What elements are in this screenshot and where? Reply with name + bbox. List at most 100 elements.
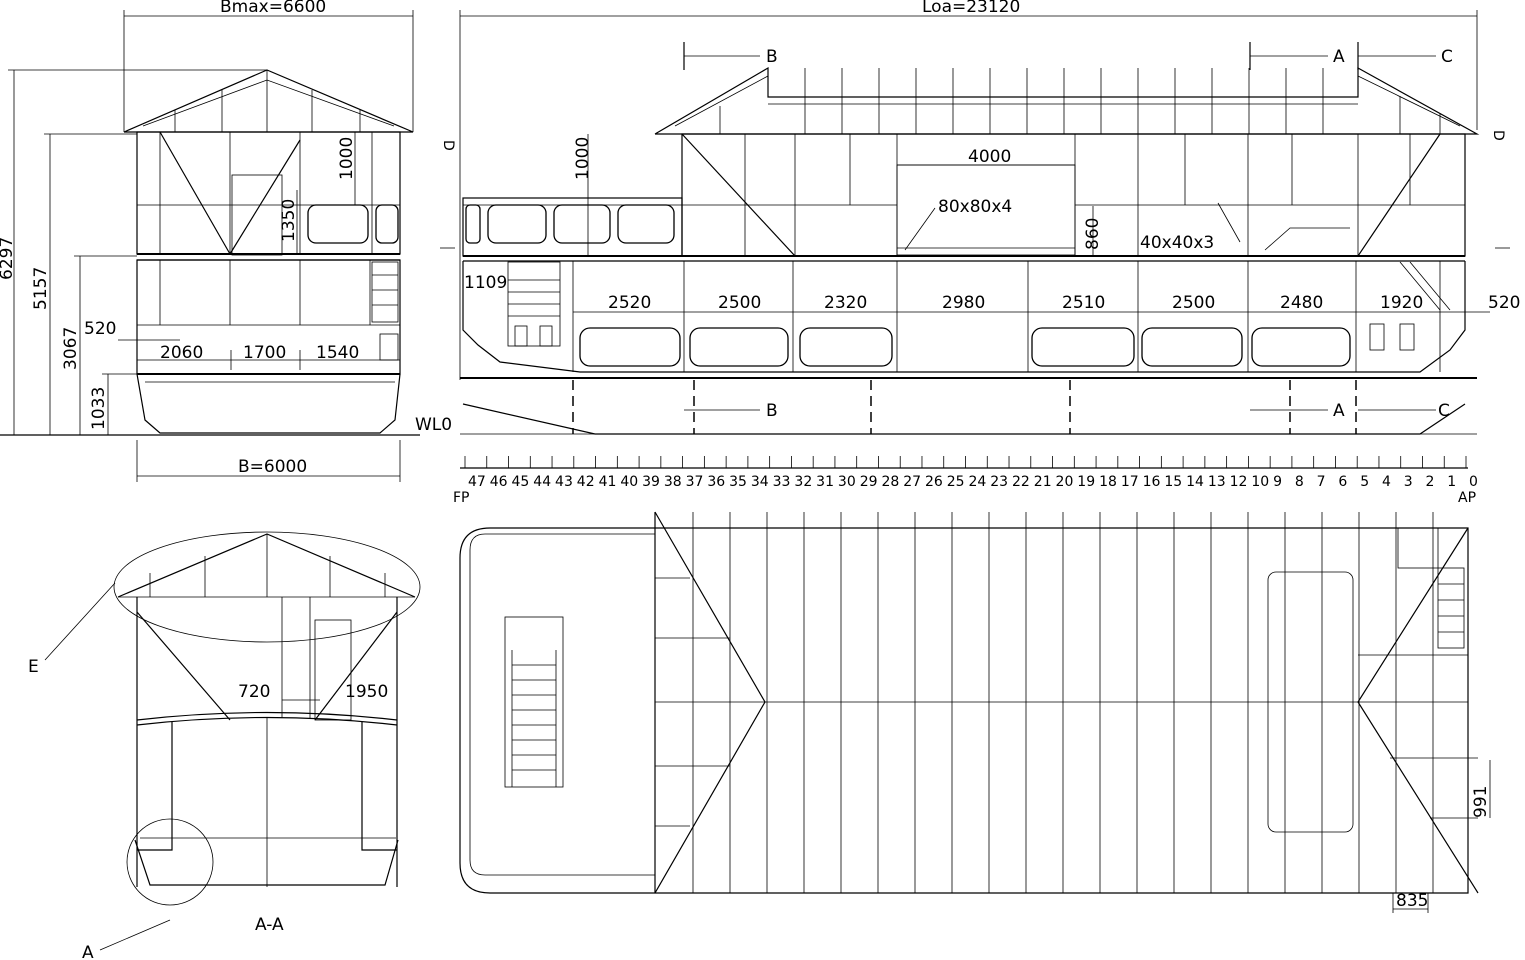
seg-a-label: 2060 xyxy=(160,343,203,363)
frame-number: 44 xyxy=(533,474,551,490)
detail-a-label: A xyxy=(82,943,94,960)
end-view: Bmax=6600 1000 1350 xyxy=(0,0,452,482)
frame-number: 32 xyxy=(794,474,812,490)
frame-number: 17 xyxy=(1121,474,1139,490)
h-hull-label: 1033 xyxy=(89,387,109,430)
frame-number: 31 xyxy=(816,474,834,490)
frame-number: 38 xyxy=(664,474,682,490)
h-deck1-label: 3067 xyxy=(61,327,81,370)
detail-e-label: E xyxy=(28,657,39,677)
plan-spacing-label: 991 xyxy=(1471,786,1491,818)
offset-label: 520 xyxy=(84,319,116,339)
section-c-top: C xyxy=(1441,47,1453,67)
spacing-8: 1920 xyxy=(1380,293,1423,313)
section-d-left: D xyxy=(440,140,456,151)
frame-number: 40 xyxy=(620,474,638,490)
frame-number: 10 xyxy=(1251,474,1269,490)
spacing-5: 2510 xyxy=(1062,293,1105,313)
frame-number: 28 xyxy=(881,474,899,490)
small-beam-label: 40x40x3 xyxy=(1140,233,1214,253)
h-deck2-label: 5157 xyxy=(31,267,51,310)
frame-number: 3 xyxy=(1404,474,1413,490)
plan-view: 991 835 xyxy=(459,511,1491,913)
window-label: 1350 xyxy=(279,199,299,242)
frame-number: 27 xyxy=(903,474,921,490)
spacing-4: 2980 xyxy=(942,293,985,313)
frame-number: 33 xyxy=(773,474,791,490)
frame-number: 29 xyxy=(860,474,878,490)
frame-number: 34 xyxy=(751,474,769,490)
frame-number: 9 xyxy=(1273,474,1282,490)
section-aa: 720 1950 A-A E A xyxy=(28,531,421,960)
section-a-top: A xyxy=(1333,47,1345,67)
frame-number: 6 xyxy=(1338,474,1347,490)
ap-label: AP xyxy=(1458,490,1476,506)
frame-number: 36 xyxy=(707,474,725,490)
seg-c-label: 1540 xyxy=(316,343,359,363)
tanks xyxy=(579,327,1351,367)
section-a-bottom: A xyxy=(1333,401,1345,421)
frame-number: 8 xyxy=(1295,474,1304,490)
roof-frames xyxy=(719,68,1441,134)
section-d-right: D xyxy=(1490,130,1506,141)
frame-number: 14 xyxy=(1186,474,1204,490)
bmax-label: Bmax=6600 xyxy=(220,0,326,17)
section-b-bottom: B xyxy=(766,401,778,421)
frame-number: 2 xyxy=(1425,474,1434,490)
frame-number: 12 xyxy=(1230,474,1248,490)
frame-number: 1 xyxy=(1447,474,1456,490)
hall-width-label: 4000 xyxy=(968,147,1011,167)
frame-number: 39 xyxy=(642,474,660,490)
beam-size-label: 80x80x4 xyxy=(938,197,1012,217)
plan-frames xyxy=(692,512,1434,893)
loa-label: Loa=23120 xyxy=(922,0,1020,17)
frame-number: 35 xyxy=(729,474,747,490)
frame-number: 47 xyxy=(468,474,486,490)
section-aa-label: A-A xyxy=(255,915,284,935)
frame-number: 20 xyxy=(1056,474,1074,490)
frame-number: 5 xyxy=(1360,474,1369,490)
stair-h-label: 1109 xyxy=(464,273,507,293)
frame-number: 46 xyxy=(490,474,508,490)
frame-number: 30 xyxy=(838,474,856,490)
spacing-3: 2320 xyxy=(824,293,867,313)
stair-treads xyxy=(512,664,556,771)
section-c-bottom: C xyxy=(1438,401,1450,421)
frame-number: 13 xyxy=(1208,474,1226,490)
frame-number: 37 xyxy=(686,474,704,490)
frame-number: 42 xyxy=(577,474,595,490)
frame-number: 4 xyxy=(1382,474,1391,490)
frame-number: 7 xyxy=(1317,474,1326,490)
seg-b-label: 1700 xyxy=(243,343,286,363)
frame-number: 43 xyxy=(555,474,573,490)
frame-number: 22 xyxy=(1012,474,1030,490)
wl-end-label: WL0 xyxy=(415,415,452,435)
frame-number: 18 xyxy=(1099,474,1117,490)
aft-offset-label: 520 xyxy=(1488,293,1520,313)
pillar-h-label: 860 xyxy=(1083,218,1103,250)
frame-number: 25 xyxy=(947,474,965,490)
spacing-7: 2480 xyxy=(1280,293,1323,313)
frame-number: 23 xyxy=(990,474,1008,490)
section-b-top: B xyxy=(766,47,778,67)
frame-number: 45 xyxy=(512,474,530,490)
dim-720-label: 720 xyxy=(238,682,270,702)
frame-number: 15 xyxy=(1164,474,1182,490)
fp-label: FP xyxy=(453,490,470,506)
spacing-2: 2500 xyxy=(718,293,761,313)
side-view: Loa=23120 B A C D D xyxy=(440,0,1520,435)
frame-number: 26 xyxy=(925,474,943,490)
rail-label: 1000 xyxy=(337,137,357,180)
frame-number: 41 xyxy=(599,474,617,490)
dim-1950-label: 1950 xyxy=(345,682,388,702)
frame-number: 21 xyxy=(1034,474,1052,490)
beam-label: B=6000 xyxy=(238,457,307,477)
rail-h-label: 1000 xyxy=(573,137,593,180)
stair-width-label: 835 xyxy=(1396,891,1428,911)
spacing-1: 2520 xyxy=(608,293,651,313)
frame-number: 16 xyxy=(1143,474,1161,490)
frame-number: 24 xyxy=(969,474,987,490)
h-total-label: 6297 xyxy=(0,237,17,280)
